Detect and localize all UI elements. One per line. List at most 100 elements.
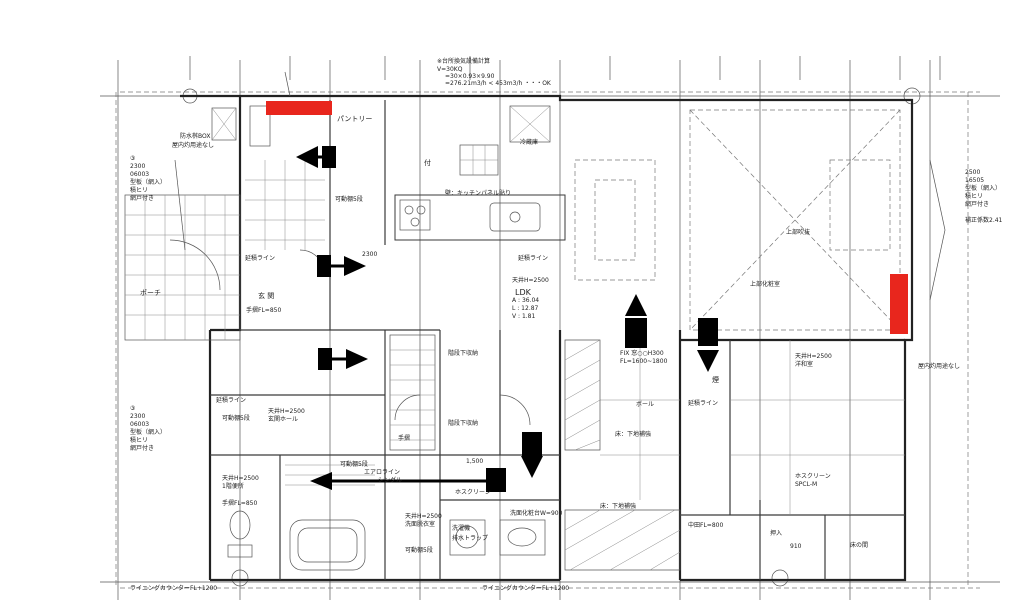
vent-title: ※台所換気設備計算 bbox=[437, 57, 490, 65]
window-spec-line: ③ bbox=[130, 155, 135, 162]
toilet-ceiling: 天井H=2500 bbox=[222, 474, 259, 482]
ventilation-note: ※台所換気設備計算 V=30KQ =30×0.93×9.90 =276.21m3… bbox=[437, 57, 552, 87]
bath-fixtures bbox=[227, 464, 546, 571]
washroom-ceiling: 天井H=2500 bbox=[405, 512, 442, 520]
aero-line: エアロライン bbox=[364, 469, 400, 476]
porch-label: ポーチ bbox=[140, 289, 161, 297]
window-spec-line: 網戸付き bbox=[965, 200, 989, 208]
dim-910: 910 bbox=[790, 543, 802, 550]
fix-window: FIX 窓○○H300 bbox=[620, 349, 664, 357]
interior-walls bbox=[210, 100, 905, 580]
window-spec-line: 16505 bbox=[965, 177, 984, 184]
room-labels: ポーチ 玄 関 パントリー LDK 天井H=2500 A : 36.04 L :… bbox=[140, 115, 868, 549]
vent-line1: V=30KQ bbox=[437, 66, 463, 73]
tesuri-fl: 手摺FL=850 bbox=[246, 306, 281, 314]
vent-line2: =30×0.93×9.90 bbox=[445, 73, 495, 80]
window-spec-line: 網戸付き bbox=[130, 194, 154, 202]
dim-1500: 1,500 bbox=[466, 458, 483, 465]
exterior-walls bbox=[180, 94, 914, 582]
tesuri-1: 手摺 bbox=[398, 434, 410, 442]
ldk-ceiling: 天井H=2500 bbox=[512, 276, 549, 284]
annotation-arrows bbox=[296, 146, 719, 492]
arrow-right-icon bbox=[318, 348, 368, 370]
upper-space-label: 上部吹抜 bbox=[786, 228, 810, 236]
nobe-line-4: 延積ライン bbox=[688, 399, 718, 407]
genkan-label: 玄 関 bbox=[258, 291, 274, 300]
ball-label: ボール bbox=[636, 400, 654, 408]
tatami-grid bbox=[600, 340, 905, 515]
washing-machine: 洗濯機 bbox=[452, 524, 470, 532]
window-spec-line: 型板（網入） bbox=[965, 184, 1001, 192]
arrow-up-icon bbox=[625, 294, 647, 348]
window-spec-line: 2300 bbox=[130, 413, 145, 420]
ldk-area-a: A : 36.04 bbox=[512, 297, 539, 304]
kitchen-panel-label: 壁：キッチンパネル貼り bbox=[445, 189, 511, 197]
stair-storage-2: 階段下収納 bbox=[448, 419, 478, 427]
window-spec-line: 積ヒリ bbox=[130, 186, 148, 194]
stair-storage-1: 階段下収納 bbox=[448, 349, 478, 357]
counter-right: ライニングカウンターFL+1200 bbox=[482, 584, 569, 592]
window-spec-line: 06003 bbox=[130, 421, 149, 428]
hall-ceiling: 天井H=2500 bbox=[268, 407, 305, 415]
window-spec-line: 2300 bbox=[130, 163, 145, 170]
arrow-left-icon bbox=[310, 468, 506, 492]
kadou-shelf-4: 可動棚5段 bbox=[405, 546, 433, 554]
arrow-right-icon bbox=[317, 255, 366, 277]
outdoor-line-right: 屋内灼用途なし bbox=[918, 362, 960, 370]
rain-box-label: 防水桝BOX bbox=[180, 132, 210, 140]
counter-left: ライニングカウンターFL+1200 bbox=[130, 584, 217, 592]
upper-space2-label: 上部化粧室 bbox=[750, 280, 780, 288]
porch-tiles bbox=[124, 107, 241, 341]
outdoor-line-left: 屋内灼用途なし bbox=[172, 141, 214, 149]
vent-line3: =276.21m3/h < 453m3/h ・・・OK bbox=[445, 80, 552, 87]
hos-screen-model: SPCL-M bbox=[795, 481, 817, 488]
red-marker-top bbox=[266, 101, 332, 115]
chuu-fl: 中田FL=800 bbox=[688, 521, 723, 529]
oshiire-label: 押入 bbox=[770, 529, 782, 537]
window-spec-line: 網戸付き bbox=[130, 444, 154, 452]
dim-2300: 2300 bbox=[362, 251, 377, 258]
kadou-shelf-1: 可動棚5段 bbox=[335, 195, 363, 203]
arrow-down-icon bbox=[521, 432, 543, 478]
nobe-line-2: 延積ライン bbox=[518, 254, 548, 262]
ldk-label: LDK bbox=[515, 288, 532, 297]
window-spec-line: 2500 bbox=[965, 169, 980, 176]
toilet-label: 1階便所 bbox=[222, 482, 244, 490]
tokonoma-label: 床の間 bbox=[850, 541, 868, 549]
red-marker-right bbox=[890, 274, 908, 334]
arrow-down-icon bbox=[697, 318, 719, 372]
hos-screen-label: ホスクリーン bbox=[795, 473, 831, 480]
kadou-shelf-2: 可動棚5段 bbox=[222, 414, 250, 422]
washbasin: 洗面化粧台W=900 bbox=[510, 509, 563, 517]
arrow-left-icon bbox=[296, 146, 336, 168]
hall-label: 玄関ホール bbox=[268, 415, 298, 423]
kadou-shelf-3: 可動棚5段 bbox=[340, 460, 368, 468]
hos-screen-label-2: ホスクリーン bbox=[455, 489, 491, 496]
glass-shingle: シングル bbox=[378, 476, 402, 484]
correction-factor: 補正係数2.41 bbox=[965, 216, 1003, 224]
pantry-label: パントリー bbox=[337, 115, 372, 123]
tsuki-label: 付 bbox=[424, 158, 431, 167]
washroom-label: 洗面脱衣室 bbox=[405, 520, 435, 528]
window-spec-line: 型板（網入） bbox=[130, 178, 166, 186]
kitchen bbox=[394, 105, 566, 241]
dryer-trap: 排水トラップ bbox=[452, 534, 488, 542]
window-spec-line: 積ヒリ bbox=[130, 436, 148, 444]
stairs bbox=[389, 334, 436, 451]
window-spec-line: ③ bbox=[130, 405, 135, 412]
nobe-line-1: 延積ライン bbox=[245, 254, 275, 262]
smoke-detector: 煙 bbox=[712, 375, 719, 384]
window-spec-line: 型板（網入） bbox=[130, 428, 166, 436]
washitsu-ceiling: 天井H=2500 bbox=[795, 352, 832, 360]
floor-reinforce-1: 床：下地補強 bbox=[615, 430, 651, 438]
tesuri-fl-2: 手摺FL=850 bbox=[222, 499, 257, 507]
floor-reinforce-2: 床：下地補強 bbox=[600, 502, 636, 510]
refrigerator-label: 冷蔵庫 bbox=[520, 138, 538, 146]
nobe-line-3: 延積ライン bbox=[216, 396, 246, 404]
genkan-grid bbox=[245, 105, 325, 250]
ldk-area-v: V : 1.81 bbox=[512, 313, 535, 320]
